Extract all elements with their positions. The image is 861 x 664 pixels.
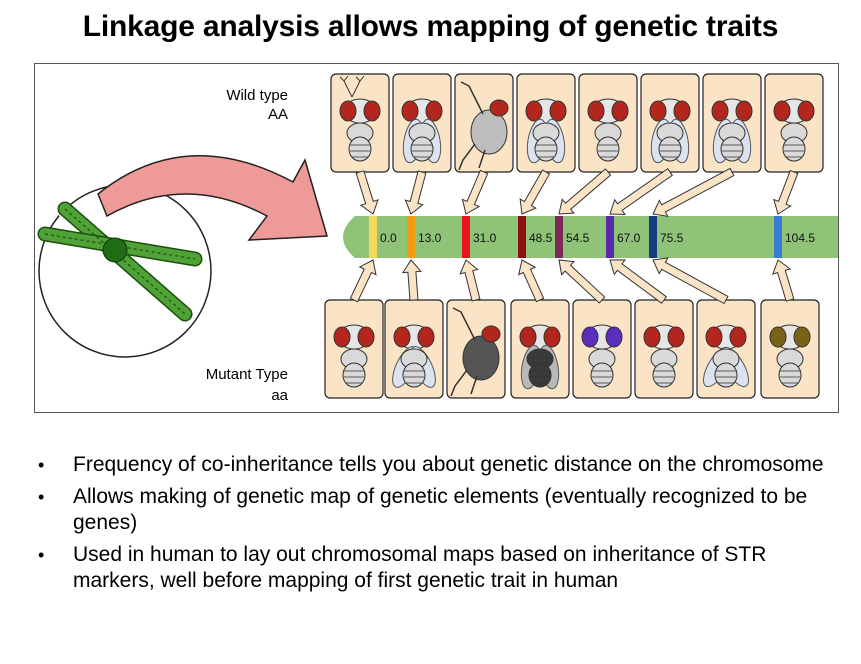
- mutant-fly-panel: [446, 299, 506, 399]
- bullet-item: • Frequency of co-inheritance tells you …: [38, 452, 838, 478]
- linkage-map-figure: Wild type AA Mutant Type aa 0.0 13.0 31.0 4…: [34, 63, 839, 413]
- wild-type-fly-panel: [702, 73, 762, 173]
- mutant-fly-panel: [510, 299, 570, 399]
- bullet-dot: •: [38, 487, 45, 507]
- wild-type-panels: [330, 73, 824, 173]
- locus-position-label: 31.0: [473, 231, 497, 245]
- slide-title: Linkage analysis allows mapping of genet…: [82, 10, 779, 43]
- bullet-item: • Allows making of genetic map of geneti…: [38, 484, 838, 536]
- wild-type-fly-panel: [516, 73, 576, 173]
- connector-arrow: [518, 259, 545, 303]
- locus-marker-band: [606, 216, 614, 258]
- mutant-fly-panel: [696, 299, 756, 399]
- centromere: [102, 237, 128, 263]
- locus-position-label: 48.5: [529, 231, 553, 245]
- bullet-text: Frequency of co-inheritance tells you ab…: [73, 453, 824, 476]
- bullet-item: • Used in human to lay out chromosomal m…: [38, 542, 838, 594]
- locus-marker-band: [518, 216, 526, 258]
- locus-marker-band: [369, 216, 377, 258]
- connector-arrow: [558, 259, 606, 304]
- cell-with-chromosome: [37, 184, 212, 358]
- bullet-text: Allows making of genetic map of genetic …: [73, 485, 808, 534]
- mutant-type-panels: [324, 299, 820, 399]
- wild-type-fly-panel: [392, 73, 452, 173]
- wild-genotype-label: AA: [268, 106, 288, 123]
- locus-position-label: 0.0: [380, 231, 397, 245]
- connector-arrow: [558, 168, 612, 215]
- locus-marker-band: [462, 216, 470, 258]
- connector-arrow: [355, 170, 379, 215]
- connector-arrow: [609, 259, 668, 304]
- connector-arrow: [652, 257, 729, 305]
- connector-arrow: [404, 170, 427, 215]
- connector-arrow: [652, 167, 735, 217]
- mutant-type-label: Mutant Type: [206, 366, 288, 383]
- locus-position-label: 13.0: [418, 231, 442, 245]
- locus-marker-band: [407, 216, 415, 258]
- wild-type-fly-panel: [454, 73, 514, 173]
- locus-marker-band: [774, 216, 782, 258]
- mutant-fly-panel: [634, 299, 694, 399]
- connector-arrow: [461, 169, 489, 215]
- linkage-diagram: Wild type AA Mutant Type aa 0.0 13.0 31.0 4…: [37, 73, 838, 404]
- locus-position-label: 54.5: [566, 231, 590, 245]
- connector-arrows: [349, 167, 799, 305]
- mutant-fly-panel: [572, 299, 632, 399]
- mutant-fly-panel: [384, 299, 444, 399]
- locus-position-label: 104.5: [785, 231, 815, 245]
- locus-marker-band: [649, 216, 657, 258]
- connector-arrow: [459, 259, 481, 302]
- loci-layer: 0.0 13.0 31.0 48.5 54.5 67.0 75.5 104.5: [369, 216, 815, 258]
- bullet-dot: •: [38, 545, 45, 565]
- bullet-text: Used in human to lay out chromosomal map…: [73, 543, 767, 592]
- chromosome-x-shape: [37, 201, 203, 322]
- wild-type-fly-panel: [330, 73, 390, 173]
- bullet-list: • Frequency of co-inheritance tells you …: [38, 452, 838, 600]
- wild-type-fly-panel: [578, 73, 638, 173]
- connector-arrow: [773, 169, 799, 215]
- connector-arrow: [609, 168, 673, 216]
- locus-marker-band: [555, 216, 563, 258]
- wild-type-fly-panel: [640, 73, 700, 173]
- big-curved-arrow: [97, 154, 328, 241]
- mutant-genotype-label: aa: [271, 387, 288, 404]
- bullet-dot: •: [38, 455, 45, 475]
- mutant-fly-panel: [324, 299, 384, 399]
- locus-position-label: 67.0: [617, 231, 641, 245]
- connector-arrow: [349, 259, 377, 303]
- wild-type-label: Wild type: [226, 87, 288, 104]
- connector-arrow: [401, 259, 422, 301]
- connector-arrow: [519, 169, 551, 215]
- mutant-fly-panel: [760, 299, 820, 399]
- wild-type-fly-panel: [764, 73, 824, 173]
- connector-arrow: [772, 259, 795, 302]
- locus-position-label: 75.5: [660, 231, 684, 245]
